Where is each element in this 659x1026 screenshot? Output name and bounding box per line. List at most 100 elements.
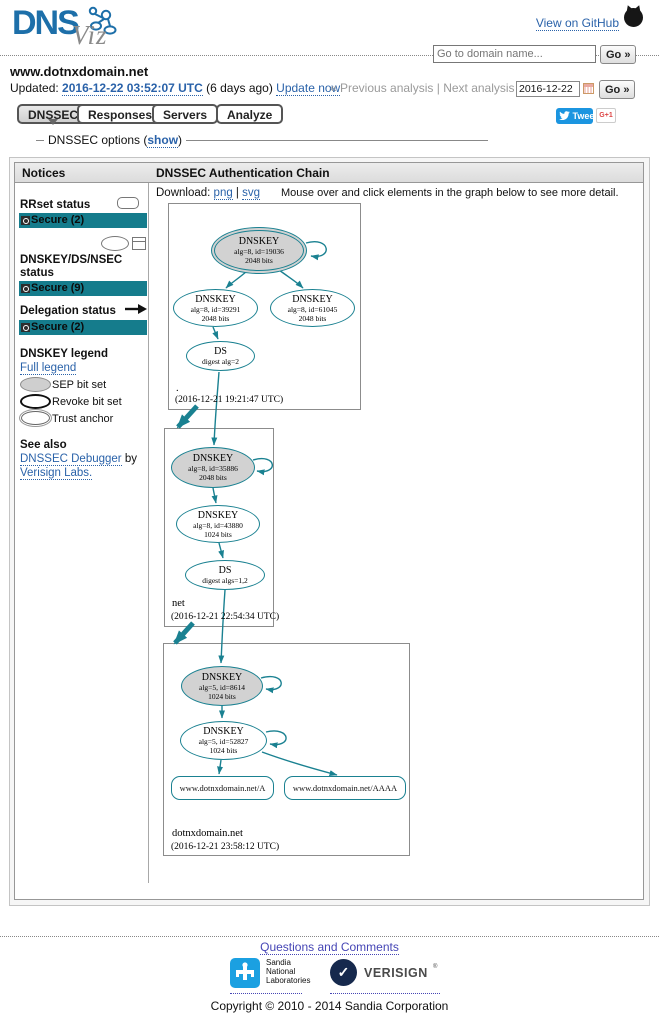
rrset-secure-label: Secure (2): [31, 214, 85, 226]
tweet-button[interactable]: Tweet: [556, 108, 593, 124]
dnskey-node-8614[interactable]: DNSKEY alg=5, id=8614 1024 bits: [181, 666, 263, 706]
options-suffix: ): [178, 133, 183, 147]
dnskey-node-61045[interactable]: DNSKEY alg=8, id=61045 2048 bits: [270, 289, 355, 327]
options-show-link[interactable]: show: [147, 133, 179, 148]
analysis-nav: « Previous analysis | Next analysis »: [330, 81, 525, 95]
previous-analysis-link[interactable]: « Previous analysis: [330, 81, 434, 95]
node-title: DS: [214, 346, 227, 357]
node-alg: alg=8, id=19036: [234, 247, 284, 256]
node-bits: 2048 bits: [245, 256, 273, 265]
rrset-status-title: RRset status: [20, 199, 91, 211]
node-alg: alg=8, id=39291: [190, 304, 241, 314]
domain-search-input[interactable]: [433, 45, 596, 63]
chain-header: DNSSEC Authentication Chain: [156, 166, 330, 180]
dnskey-node-52827[interactable]: DNSKEY alg=5, id=52827 1024 bits: [180, 721, 267, 760]
dnskey-node-39291[interactable]: DNSKEY alg=8, id=39291 2048 bits: [173, 289, 258, 327]
download-row: Download: png | svg: [156, 187, 261, 200]
dnskey-node-35886[interactable]: DNSKEY alg=8, id=35886 2048 bits: [171, 447, 255, 488]
logo-graph-icon: [88, 6, 117, 35]
node-title: DNSKEY: [292, 293, 333, 305]
rrset-node-a[interactable]: www.dotnxdomain.net/A: [171, 776, 274, 800]
tab-servers[interactable]: Servers: [152, 104, 219, 124]
zone-timestamp-net: (2016-12-21 22:54:34 UTC): [171, 612, 280, 622]
delegation-secure-label: Secure (2): [31, 321, 85, 333]
download-label: Download:: [156, 187, 214, 199]
dnskey-node-43880[interactable]: DNSKEY alg=8, id=43880 1024 bits: [176, 505, 260, 543]
calendar-icon[interactable]: [583, 83, 594, 94]
download-svg-link[interactable]: svg: [242, 187, 261, 200]
updated-row: Updated: 2016-12-22 03:52:07 UTC (6 days…: [10, 81, 341, 96]
dnskey-node-19036[interactable]: DNSKEY alg=8, id=19036 2048 bits: [211, 227, 307, 274]
dnssec-debugger-link[interactable]: DNSSEC Debugger: [20, 453, 122, 466]
trust-anchor-icon: [21, 411, 50, 425]
next-analysis-link[interactable]: Next analysis »: [443, 81, 525, 95]
dnskey-secure-bar[interactable]: Secure (9): [19, 281, 147, 296]
see-also-links: DNSSEC Debugger by Verisign Labs.: [20, 452, 140, 481]
verisign-logo-link[interactable]: ✓ VERISIGN ®: [330, 958, 440, 994]
node-title: DNSKEY: [195, 293, 236, 305]
questions-comments-link[interactable]: Questions and Comments: [260, 940, 399, 955]
zone-timestamp-root: (2016-12-21 19:21:47 UTC): [175, 395, 284, 405]
see-also-title: See also: [20, 439, 67, 451]
logo-dns[interactable]: DNS: [12, 4, 80, 42]
copyright-text: Copyright © 2010 - 2014 Sandia Corporati…: [210, 999, 449, 1013]
notices-header: Notices: [22, 166, 66, 180]
dnssec-options: DNSSEC options (show): [44, 133, 187, 148]
github-octocat-icon[interactable]: [624, 8, 643, 27]
delegation-arrow-icon: [125, 304, 147, 314]
secure-lock-icon: [21, 284, 30, 293]
options-prefix: DNSSEC options (: [48, 133, 148, 147]
view-on-github-link[interactable]: View on GitHub: [535, 16, 619, 31]
updated-ago: (6 days ago): [202, 81, 277, 95]
verisign-labs-link[interactable]: Verisign Labs.: [20, 467, 93, 481]
trust-anchor-label: Trust anchor: [52, 413, 114, 425]
node-title: DNSKEY: [197, 509, 239, 521]
node-title: DNSKEY: [201, 671, 243, 683]
verisign-reg-mark: ®: [433, 964, 438, 970]
secure-lock-icon: [21, 323, 30, 332]
node-bits: 1024 bits: [208, 691, 236, 701]
rrset-node-aaaa[interactable]: www.dotnxdomain.net/AAAA: [284, 776, 406, 800]
sandia-logo-link[interactable]: Sandia National Laboratories: [230, 958, 310, 994]
tab-responses[interactable]: Responses: [77, 104, 164, 124]
zone-label-dotnxdomain: dotnxdomain.net: [172, 828, 243, 839]
verisign-logo-text: VERISIGN: [364, 966, 428, 980]
graph-instruction: Mouse over and click elements in the gra…: [281, 187, 619, 199]
dnskey-secure-label: Secure (9): [31, 282, 85, 294]
node-bits: 2048 bits: [298, 313, 327, 323]
tweet-label: Tweet: [572, 111, 593, 121]
rrset-shape-icon: [117, 197, 139, 209]
sep-bit-icon: [20, 377, 51, 392]
node-bits: 1024 bits: [209, 746, 238, 755]
delegation-status-title: Delegation status: [20, 305, 116, 317]
node-alg: digest algs=1,2: [202, 576, 248, 585]
verisign-check-icon: ✓: [330, 959, 357, 986]
node-title: DNSKEY: [238, 236, 280, 247]
see-also-by: by: [121, 453, 137, 465]
zone-label-root: .: [176, 383, 179, 394]
updated-timestamp-link[interactable]: 2016-12-22 03:52:07 UTC: [62, 81, 203, 96]
download-png-link[interactable]: png: [213, 187, 233, 200]
options-rule: [36, 140, 488, 141]
domain-search-go-button[interactable]: Go »: [600, 45, 637, 64]
node-alg: digest alg=2: [202, 357, 239, 366]
node-title: DS: [218, 565, 232, 576]
full-legend-link[interactable]: Full legend: [20, 362, 77, 375]
rrset-secure-bar[interactable]: Secure (2): [19, 213, 147, 228]
logo-viz: Viz: [72, 20, 108, 50]
node-alg: alg=8, id=35886: [188, 464, 238, 473]
dnskey-shape-icon: [101, 236, 129, 251]
analysis-date-go-button[interactable]: Go »: [599, 80, 636, 99]
twitter-bird-icon: [559, 111, 570, 121]
tab-analyze[interactable]: Analyze: [216, 104, 284, 124]
analysis-nav-separator: |: [433, 81, 444, 95]
ds-node-net[interactable]: DS digest algs=1,2: [185, 560, 265, 590]
delegation-secure-bar[interactable]: Secure (2): [19, 320, 147, 335]
analysis-date-input[interactable]: [516, 81, 580, 97]
node-alg: alg=5, id=8614: [199, 682, 245, 692]
ds-node-root[interactable]: DS digest alg=2: [186, 341, 255, 371]
zone-timestamp-dotnxdomain: (2016-12-21 23:58:12 UTC): [171, 842, 280, 852]
gplus-button[interactable]: G+1: [596, 108, 616, 123]
update-now-link[interactable]: Update now: [276, 81, 341, 96]
